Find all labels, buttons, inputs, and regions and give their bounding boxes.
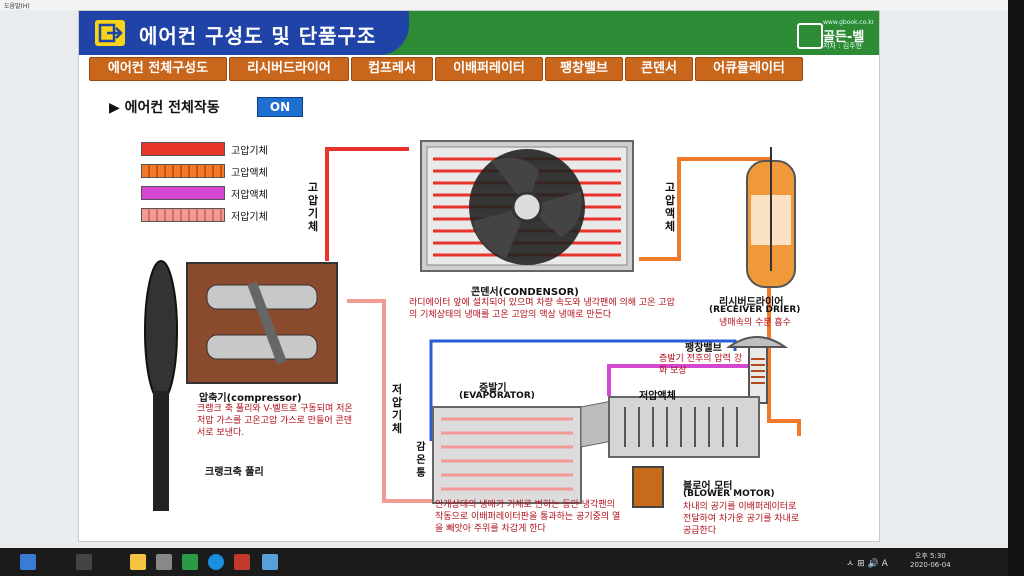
on-button[interactable]: ON xyxy=(257,97,303,117)
legend-swatch-high-gas xyxy=(141,142,225,156)
browser-icon[interactable] xyxy=(208,554,224,570)
evaporator-description: 안개상태의 냉매가 기체로 변하는 동안 냉각팬의 작동으로 이배퍼레이터판을 … xyxy=(435,500,621,534)
condenser xyxy=(420,140,634,272)
section-title: ▶ 에어컨 전체작동 xyxy=(109,100,220,116)
exit-icon[interactable] xyxy=(95,20,125,46)
label-low-gas-vertical: 저압기체 xyxy=(391,383,403,435)
tab-compressor[interactable]: 컴프레서 xyxy=(351,57,433,81)
label-high-gas-vertical: 고압기체 xyxy=(307,181,319,233)
compressor xyxy=(186,262,338,384)
condenser-description: 라디에이터 앞에 설치되어 있으며 차량 속도와 냉각팬에 의해 고온 고압의 … xyxy=(409,298,675,320)
tab-evaporator[interactable]: 이배퍼레이터 xyxy=(435,57,543,81)
crank-pulley xyxy=(144,260,178,511)
low-liquid-label: 저압액체 xyxy=(639,391,676,402)
blower-name: 블로어 모터 xyxy=(683,481,733,492)
taskview-icon[interactable] xyxy=(76,554,92,570)
label-temp-bulb-vertical: 감온통 xyxy=(416,442,426,479)
evaporator-name-en: (EVAPORATOR) xyxy=(459,391,535,401)
clock-date: 2020-06-04 xyxy=(910,561,951,569)
crank-pulley-label: 크랭크축 풀리 xyxy=(205,467,264,478)
file-explorer-icon[interactable] xyxy=(130,554,146,570)
clock[interactable]: 오후 5:30 2020-06-04 xyxy=(910,552,951,570)
expansion-valve xyxy=(725,336,789,404)
legend-label-high-gas: 고압기체 xyxy=(231,146,268,157)
publisher-logo: www.gbook.co.kr 골든-벨 저자 : 김주현 xyxy=(797,19,875,50)
tab-bar: 에어컨 전체구성도 리시버드라이어 컴프레서 이배퍼레이터 팽창밸브 콘덴서 어… xyxy=(79,55,879,85)
blower-description: 차내의 공기를 이배퍼레이터로 전달하여 차가운 공기를 차내로 공급한다 xyxy=(683,502,800,536)
compressor-name: 압축기(compressor) xyxy=(199,393,302,404)
evaporator xyxy=(432,396,634,504)
system-tray[interactable]: ㅅ ⊞ 🔊 A xyxy=(846,559,888,569)
header-banner: 에어컨 구성도 및 단품구조 www.gbook.co.kr 골든-벨 저자 :… xyxy=(79,11,879,55)
receiver-description: 냉매속의 수분 흡수 xyxy=(719,318,791,328)
app-icon-2[interactable] xyxy=(182,554,198,570)
receiver-name-en: (RECEIVER DRIER) xyxy=(709,305,801,315)
logo-url: www.gbook.co.kr xyxy=(823,19,875,26)
start-icon[interactable] xyxy=(20,554,36,570)
legend-swatch-high-liquid xyxy=(141,164,225,178)
label-high-liquid-vertical: 고압액체 xyxy=(664,181,676,233)
tab-receiver-drier[interactable]: 리시버드라이어 xyxy=(229,57,349,81)
logo-author: 저자 : 김주현 xyxy=(823,42,863,50)
tab-condenser[interactable]: 콘덴서 xyxy=(625,57,693,81)
app-window: 에어컨 구성도 및 단품구조 www.gbook.co.kr 골든-벨 저자 :… xyxy=(78,10,880,542)
ac-system-diagram xyxy=(144,140,801,511)
low-liquid-pipe xyxy=(607,364,749,396)
taskbar: ㅅ ⊞ 🔊 A 오후 5:30 2020-06-04 xyxy=(0,548,1008,576)
blower-name-en: (BLOWER MOTOR) xyxy=(683,489,775,499)
receiver-drier xyxy=(746,147,796,288)
low-gas-pipe xyxy=(347,299,434,503)
monitor-bezel xyxy=(1008,0,1024,576)
legend-label-high-liquid: 고압액체 xyxy=(231,168,268,179)
bell-icon xyxy=(797,23,823,49)
legend-label-low-liquid: 저압액체 xyxy=(231,190,268,201)
receiver-name: 리시버드라이어 xyxy=(719,297,784,308)
banner-title-area: 에어컨 구성도 및 단품구조 xyxy=(79,11,409,55)
compressor-description: 크랭크 축 풀리와 V-벨트로 구동되며 저온저압 가스를 고온고압 가스로 만… xyxy=(197,404,353,438)
clock-time: 오후 5:30 xyxy=(914,552,946,560)
blower-motor xyxy=(608,396,760,508)
tab-overview[interactable]: 에어컨 전체구성도 xyxy=(89,57,227,81)
page-title: 에어컨 구성도 및 단품구조 xyxy=(139,24,377,48)
tab-expansion-valve[interactable]: 팽창밸브 xyxy=(545,57,623,81)
high-gas-pipe xyxy=(325,147,409,261)
app-icon-3[interactable] xyxy=(234,554,250,570)
app-icon-4[interactable] xyxy=(262,554,278,570)
legend-swatch-low-liquid xyxy=(141,186,225,200)
app-icon[interactable] xyxy=(156,554,172,570)
legend-swatch-low-gas xyxy=(141,208,225,222)
evaporator-name: 증발기 xyxy=(479,383,507,394)
window-menubar: 도움말(H) xyxy=(0,0,1008,10)
expansion-valve-description: 증발기 전후의 압력 강화 보상 xyxy=(659,354,743,376)
logo-name: 골든-벨 xyxy=(823,30,865,45)
tab-accumulator[interactable]: 어큐뮬레이터 xyxy=(695,57,803,81)
high-liquid-pipe-2 xyxy=(767,279,801,436)
help-menu[interactable]: 도움말(H) xyxy=(4,3,30,10)
expansion-valve-name: 팽창밸브 xyxy=(685,343,722,354)
legend-label-low-gas: 저압기체 xyxy=(231,212,268,223)
condenser-name: 콘덴서(CONDENSOR) xyxy=(471,287,579,298)
